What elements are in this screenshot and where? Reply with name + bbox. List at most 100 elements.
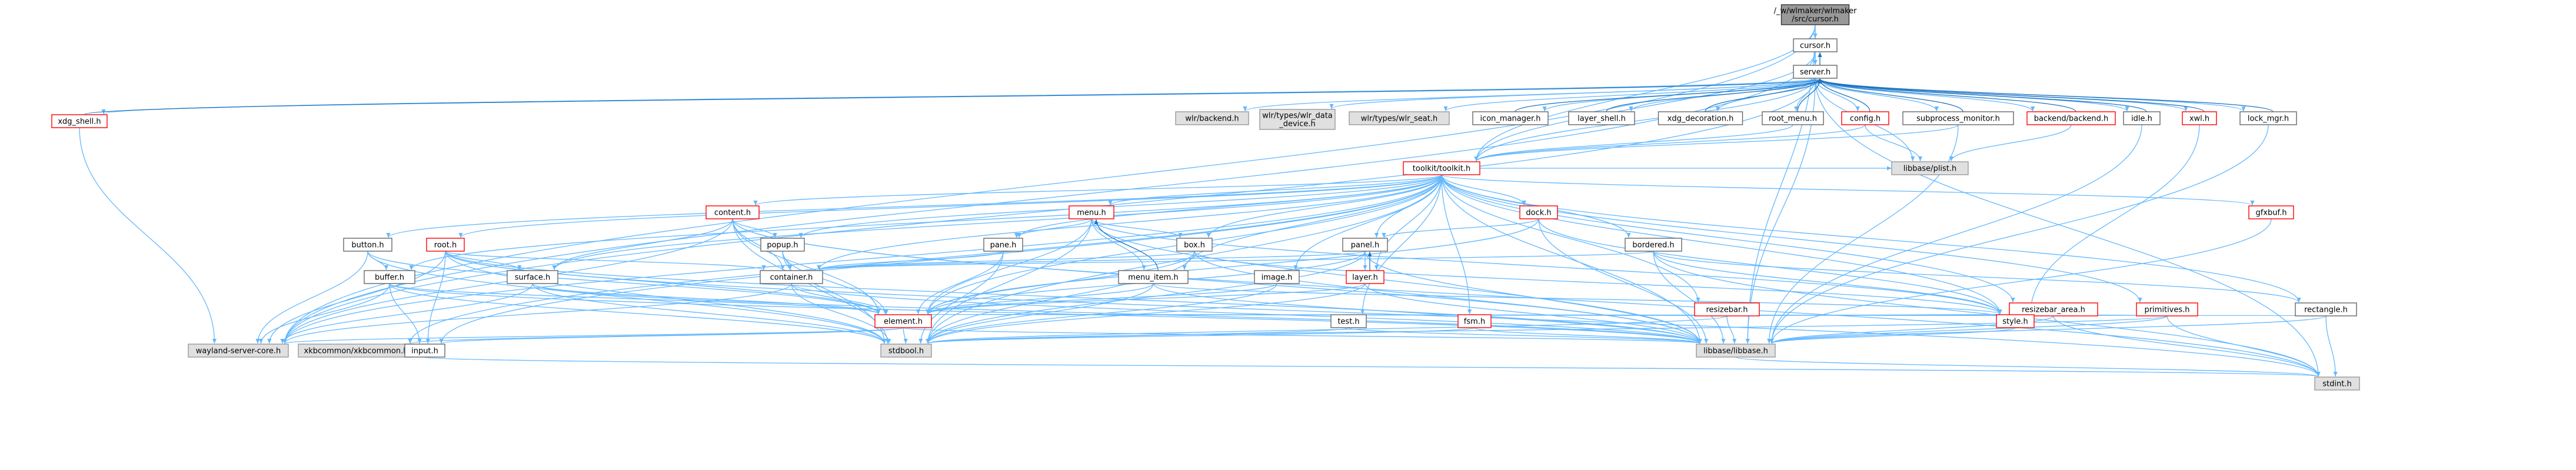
graph-node-content[interactable]: content.h [705, 205, 760, 219]
edge-toolkit-to-resizebar [1441, 174, 1700, 303]
graph-node-layer-shell[interactable]: layer_shell.h [1568, 111, 1635, 125]
graph-node-idle[interactable]: idle.h [2123, 111, 2161, 125]
graph-node-root[interactable]: /_w/wlmaker/wlmaker/src/cursor.h [1774, 4, 1857, 25]
graph-node-wlrseat[interactable]: wlr/types/wlr_seat.h [1349, 111, 1450, 125]
edge-subprocess-monitor-to-toolkit [1474, 124, 1959, 162]
graph-node-toolkit[interactable]: toolkit/toolkit.h [1403, 161, 1480, 175]
node-box [1696, 344, 1776, 358]
graph-node-rectangle[interactable]: rectangle.h [2295, 302, 2357, 316]
graph-node-resizebar-area[interactable]: resizebar_area.h [2009, 302, 2098, 316]
graph-node-xwl[interactable]: xwl.h [2182, 111, 2217, 125]
edge-path [389, 283, 1702, 344]
graph-node-root-menu[interactable]: root_menu.h [1762, 111, 1824, 125]
graph-node-menu[interactable]: menu.h [1069, 205, 1114, 219]
edge-toolkit-to-primitives [1441, 174, 2142, 303]
graph-node-container[interactable]: container.h [760, 270, 823, 284]
graph-node-pane[interactable]: pane.h [983, 238, 1023, 252]
graph-node-xkb[interactable]: xkbcommon/xkbcommon.h [298, 344, 414, 358]
graph-node-surface[interactable]: surface.h [507, 270, 558, 284]
edge-path [1515, 78, 1822, 112]
node-label: root.h [434, 241, 457, 250]
edge-toolkit-to-libbase [1441, 174, 1702, 344]
edge-box-to-element [926, 251, 1195, 315]
edge-path [1769, 218, 2272, 344]
edge-path [445, 251, 766, 271]
graph-node-xdg-shell[interactable]: xdg_shell.h [51, 114, 108, 128]
edge-toolkit-to-gfxbuf [1441, 174, 2255, 206]
node-box [1403, 161, 1480, 175]
node-label: button.h [351, 241, 384, 250]
edge-path [255, 251, 368, 344]
edge-menu-to-pane [1014, 218, 1092, 238]
node-label: bordered.h [1632, 241, 1674, 250]
graph-node-dock[interactable]: dock.h [1519, 205, 1558, 219]
edge-path [445, 251, 887, 344]
edge-xdg-shell-to-server [84, 78, 1822, 115]
edge-buffer-to-libbase [389, 283, 1702, 344]
graph-node-stdbool[interactable]: stdbool.h [880, 344, 932, 358]
graph-node-server[interactable]: server.h [1793, 65, 1838, 79]
node-box [705, 205, 760, 219]
graph-node-button[interactable]: button.h [343, 238, 392, 252]
edge-path [1182, 174, 1442, 271]
edge-rootn-to-stdbool [445, 251, 887, 344]
graph-node-plist[interactable]: libbase/plist.h [1891, 161, 1969, 175]
graph-node-fsm[interactable]: fsm.h [1457, 314, 1492, 328]
edge-path [903, 327, 908, 344]
graph-node-element[interactable]: element.h [874, 314, 932, 328]
graph-node-image[interactable]: image.h [1254, 270, 1300, 284]
graph-node-stdint[interactable]: stdint.h [2314, 376, 2360, 391]
edge-resizebar-to-libbase [1726, 315, 1737, 344]
edge-pane-to-container [817, 251, 1004, 271]
graph-node-wlserver[interactable]: wayland-server-core.h [188, 344, 289, 358]
graph-node-buffer[interactable]: buffer.h [364, 270, 415, 284]
node-box [2239, 111, 2297, 125]
node-box [404, 344, 445, 358]
graph-node-gfxbuf[interactable]: gfxbuf.h [2248, 205, 2294, 219]
edge-menu-item-to-element [926, 283, 1154, 315]
node-label: lock_mgr.h [2248, 115, 2289, 124]
graph-node-lock-mgr[interactable]: lock_mgr.h [2239, 111, 2297, 125]
graph-node-subprocess-monitor[interactable]: subprocess_monitor.h [1902, 111, 2014, 125]
edge-path [1818, 78, 2076, 112]
node-box [1457, 314, 1492, 328]
edge-path [1441, 174, 2255, 206]
node-box [364, 270, 415, 284]
node-box [1254, 270, 1300, 284]
graph-node-menu-item[interactable]: menu_item.h [1118, 270, 1189, 284]
node-box [1349, 111, 1450, 125]
node-box [1118, 270, 1189, 284]
edge-path [282, 24, 1816, 344]
graph-node-config[interactable]: config.h [1841, 111, 1889, 125]
graph-node-rootn[interactable]: root.h [426, 238, 465, 252]
edge-path [926, 283, 1154, 344]
node-box [2123, 111, 2161, 125]
graph-node-layer[interactable]: layer.h [1346, 270, 1384, 284]
graph-node-bordered[interactable]: bordered.h [1625, 238, 1682, 252]
graph-node-style[interactable]: style.h [1996, 314, 2035, 328]
graph-node-backend[interactable]: backend/backend.h [2026, 111, 2116, 125]
node-label: resizebar.h [1706, 306, 1748, 315]
edge-path [1769, 315, 2168, 344]
edge-root-to-wlserver [282, 24, 1816, 344]
graph-node-resizebar[interactable]: resizebar.h [1694, 302, 1760, 316]
graph-node-cursor[interactable]: cursor.h [1793, 38, 1838, 52]
graph-node-box[interactable]: box.h [1176, 238, 1213, 252]
graph-node-panel[interactable]: panel.h [1342, 238, 1388, 252]
graph-node-wlrdatadevice[interactable]: wlr/types/wlr_data_device.h [1259, 109, 1336, 130]
graph-node-input[interactable]: input.h [404, 344, 445, 358]
graph-node-icon-manager[interactable]: icon_manager.h [1472, 111, 1549, 125]
graph-node-xdg-decoration[interactable]: xdg_decoration.h [1658, 111, 1743, 125]
edge-path [283, 327, 904, 344]
graph-node-primitives[interactable]: primitives.h [2136, 302, 2198, 316]
graph-node-libbase[interactable]: libbase/libbase.h [1696, 344, 1776, 358]
node-box [1346, 270, 1384, 284]
graph-node-popup[interactable]: popup.h [760, 238, 805, 252]
edge-path [1094, 219, 1159, 271]
edge-xdg-decoration-to-server [1705, 78, 1822, 112]
graph-node-test[interactable]: test.h [1330, 314, 1367, 328]
edge-path [79, 127, 217, 344]
edge-panel-to-container [817, 251, 1366, 271]
graph-node-wlrbackend[interactable]: wlr/backend.h [1175, 111, 1249, 125]
edge-toolkit-to-content [753, 174, 1442, 206]
